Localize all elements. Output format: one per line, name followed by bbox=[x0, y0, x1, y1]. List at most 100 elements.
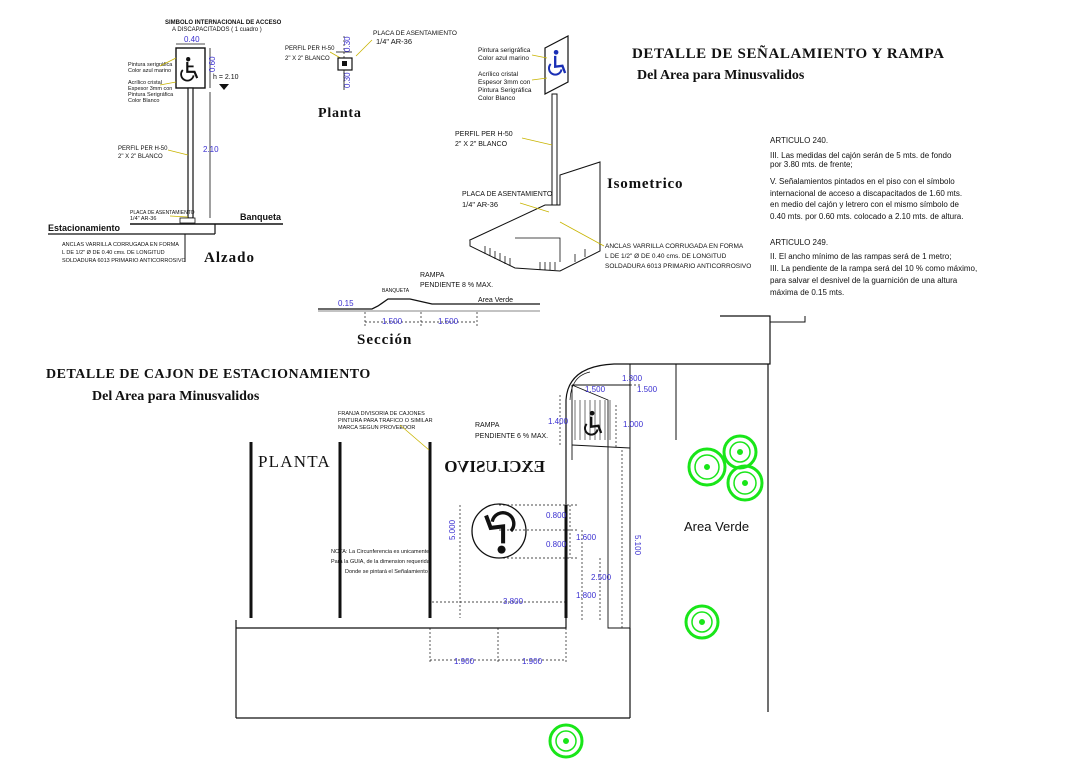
iso-pintura-1: Pintura serigráfica bbox=[478, 47, 531, 54]
alzado-acrilico-1: Acrílico cristal bbox=[128, 80, 162, 86]
planta-nota-1: NOTA: La Circunferencia es unicamente bbox=[331, 549, 429, 555]
main-title: DETALLE DE SEÑALAMIENTO Y RAMPA bbox=[632, 44, 945, 62]
planta-rampa: RAMPA bbox=[475, 422, 500, 429]
seccion-dim-1: 1.500 bbox=[382, 317, 403, 326]
alzado-perfil-2: 2" X 2" BLANCO bbox=[118, 154, 163, 160]
planta-exclusivo: EXCLUSIVO bbox=[444, 457, 545, 476]
alzado-pole bbox=[187, 87, 194, 219]
iso-pole bbox=[551, 93, 558, 213]
tree-4 bbox=[684, 604, 720, 640]
alzado-view-label: Alzado bbox=[204, 250, 255, 266]
iso-perfil-1: PERFIL PER H-50 bbox=[455, 131, 513, 138]
art249-line2: III. La pendiente de la rampa será del 1… bbox=[770, 264, 977, 273]
alzado-sign-board bbox=[175, 47, 206, 89]
dim-1900a: 1.900 bbox=[454, 657, 475, 666]
alzado-pintura-2: Color azul marino bbox=[128, 68, 171, 74]
alzado-acrilico-2: Espesor 3mm con bbox=[128, 86, 172, 92]
art249-title: ARTICULO 249. bbox=[770, 238, 828, 247]
alzado-simbolo-sub: A DISCAPACITADOS ( 1 cuadro ) bbox=[172, 27, 262, 33]
planta-franja-2: PINTURA PARA TRAFICO O SIMILAR bbox=[338, 418, 433, 424]
seccion-view-label: Sección bbox=[357, 332, 412, 348]
alzado-acrilico-3: Pintura Serigráfica bbox=[128, 92, 174, 98]
dim-1300: 1.300 bbox=[622, 374, 643, 383]
seccion-dim-2: 1.500 bbox=[438, 317, 459, 326]
art240-title: ARTICULO 240. bbox=[770, 136, 828, 145]
wheelchair-symbol-iso bbox=[548, 49, 567, 76]
dim-1900b: 1.900 bbox=[522, 657, 543, 666]
alzado-placa-1: PLACA DE ASENTAMIENTO bbox=[130, 210, 195, 216]
isometrico-view: Pintura serigráfica Color azul marino Ac… bbox=[455, 35, 751, 272]
art240-line4: internacional de acceso a discapacitados… bbox=[770, 189, 962, 198]
planta-small-dim-bottom: 0.30 bbox=[343, 72, 352, 88]
art240-line3: V. Señalamientos pintados en el piso con… bbox=[770, 177, 955, 186]
planta-nota-2: Para la GUIA, de la dimension requerida bbox=[331, 559, 431, 565]
ramp-outline bbox=[571, 384, 631, 629]
planta-area-verde: Area Verde bbox=[684, 519, 749, 534]
alzado-h-label: h = 2.10 bbox=[213, 74, 239, 81]
dim-2500: 2.500 bbox=[591, 573, 612, 582]
iso-placa-2: 1/4" AR-36 bbox=[462, 200, 498, 209]
planta-franja-1: FRANJA DIVISORIA DE CAJONES bbox=[338, 411, 425, 417]
planta-small-placa-1: PLACA DE ASENTAMIENTO bbox=[373, 30, 457, 37]
art249-line4: máxima de 0.15 mts. bbox=[770, 288, 844, 297]
planta-small-view-label: Planta bbox=[318, 106, 362, 121]
tree-5 bbox=[548, 723, 584, 759]
planta-franja-3: MARCA SEGUN PROVEEDOR bbox=[338, 425, 415, 431]
trees bbox=[548, 434, 764, 759]
alzado-acrilico-4: Color Blanco bbox=[128, 98, 160, 104]
seccion-dim-h: 0.15 bbox=[338, 299, 354, 308]
iso-anclas-3: SOLDADURA 6013 PRIMARIO ANTICORROSIVO bbox=[605, 263, 751, 270]
alzado-view: SIMBOLO INTERNACIONAL DE ACCESO A DISCAP… bbox=[48, 20, 283, 266]
planta-small-placa-2: 1/4" AR-36 bbox=[376, 37, 412, 46]
wheelchair-symbol-floor bbox=[484, 511, 516, 554]
art249-line1: II. El ancho mínimo de las rampas será d… bbox=[770, 252, 951, 261]
iso-pintura-2: Color azul marino bbox=[478, 55, 529, 62]
tree-1 bbox=[687, 447, 727, 487]
dim-1600: 1.600 bbox=[576, 533, 597, 542]
seccion-view: RAMPA PENDIENTE 8 % MAX. BANQUETA Area V… bbox=[318, 272, 540, 348]
planta-small-perfil-1: PERFIL PER H-50 bbox=[285, 46, 335, 52]
cajon-subtitle: Del Area para Minusvalidos bbox=[92, 389, 260, 404]
seccion-profile bbox=[318, 298, 540, 310]
alzado-height-dim: 0.60 bbox=[208, 56, 217, 72]
planta-pendiente: PENDIENTE 6 % MAX. bbox=[475, 433, 548, 440]
wheelchair-symbol-ramp bbox=[584, 410, 603, 436]
alzado-pole-dim: 2.10 bbox=[203, 145, 219, 154]
main-subtitle: Del Area para Minusvalidos bbox=[637, 68, 805, 83]
dim-0800a: 0.800 bbox=[546, 511, 567, 520]
seccion-banqueta: BANQUETA bbox=[382, 288, 410, 294]
articles-block: ARTICULO 240. III. Las medidas del cajón… bbox=[770, 136, 977, 297]
iso-acrilico-2: Espesor 3mm con bbox=[478, 79, 531, 86]
dim-0800b: 0.800 bbox=[546, 540, 567, 549]
art240-line1: III. Las medidas del cajón serán de 5 mt… bbox=[770, 151, 952, 160]
alzado-anclas-2: L DE 1/2" Ø DE 0.40 cms. DE LONGITUD bbox=[62, 250, 165, 256]
alzado-banqueta: Banqueta bbox=[240, 212, 282, 222]
dim-5000: 5.000 bbox=[448, 519, 457, 540]
alzado-anclas-3: SOLDADURA 6013 PRIMARIO ANTICORROSIVO bbox=[62, 258, 187, 264]
alzado-estacionamiento: Estacionamiento bbox=[48, 223, 121, 233]
iso-anclas-2: L DE 1/2" Ø DE 0.40 cms. DE LONGITUD bbox=[605, 253, 727, 260]
planta-small-dim-top: 0.30 bbox=[343, 36, 352, 52]
art240-line6: 0.40 mts. por 0.60 mts. colocado a 2.10 … bbox=[770, 212, 963, 221]
dim-5100: 5.100 bbox=[633, 535, 642, 556]
alzado-perfil-1: PERFIL PER H-50 bbox=[118, 146, 168, 152]
planta-main-view-label: PLANTA bbox=[258, 452, 331, 471]
dim-3800: 3.800 bbox=[503, 597, 524, 606]
planta-main-view: PLANTA FRANJA DIVISORIA DE CAJONES PINTU… bbox=[235, 315, 806, 719]
art240-line5: en medio del cajón y letrero con el mism… bbox=[770, 200, 960, 209]
iso-acrilico-1: Acrílico cristal bbox=[478, 71, 519, 78]
cajon-title: DETALLE DE CAJON DE ESTACIONAMIENTO bbox=[46, 367, 371, 382]
iso-placa-1: PLACA DE ASENTAMIENTO bbox=[462, 191, 553, 198]
alzado-placa-2: 1/4" AR-36 bbox=[130, 216, 156, 222]
dim-1800: 1.800 bbox=[576, 591, 597, 600]
dim-1500b: 1.500 bbox=[637, 385, 658, 394]
dim-1000: 1.000 bbox=[623, 420, 644, 429]
alzado-anclas-1: ANCLAS VARRILLA CORRUGADA EN FORMA bbox=[62, 242, 179, 248]
seccion-rampa: RAMPA bbox=[420, 272, 445, 279]
dim-1500a: 1.500 bbox=[585, 385, 606, 394]
seccion-pendiente: PENDIENTE 8 % MAX. bbox=[420, 282, 493, 289]
iso-perfil-2: 2" X 2" BLANCO bbox=[455, 141, 508, 148]
tree-3 bbox=[726, 464, 764, 502]
planta-nota-3: Donde se pintará el Señalamiento bbox=[345, 569, 428, 575]
